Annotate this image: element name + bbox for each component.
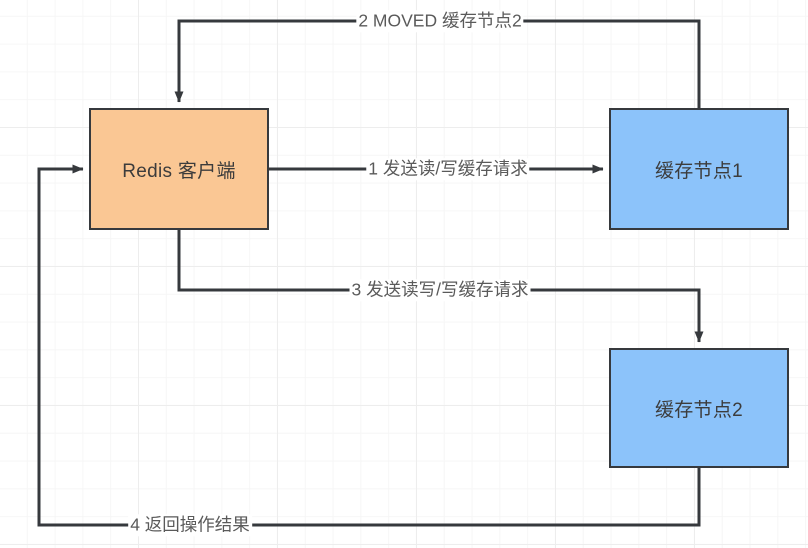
node-cache-node-1-label: 缓存节点1 bbox=[654, 160, 744, 182]
edge-label-1: 1 发送读/写缓存请求 bbox=[366, 158, 530, 180]
node-redis-client[interactable]: Redis 客户端 bbox=[89, 108, 269, 230]
edge-2-path bbox=[174, 19, 701, 108]
node-cache-node-1[interactable]: 缓存节点1 bbox=[609, 108, 789, 230]
edge-label-2: 2 MOVED 缓存节点2 bbox=[356, 10, 524, 32]
node-cache-node-2-label: 缓存节点2 bbox=[654, 399, 744, 421]
edge-label-4: 4 返回操作结果 bbox=[128, 514, 252, 536]
edge-4-path bbox=[37, 164, 701, 527]
edge-label-3: 3 发送读写/写缓存请求 bbox=[349, 279, 531, 301]
node-redis-client-label: Redis 客户端 bbox=[122, 160, 236, 182]
node-cache-node-2[interactable]: 缓存节点2 bbox=[609, 348, 789, 468]
